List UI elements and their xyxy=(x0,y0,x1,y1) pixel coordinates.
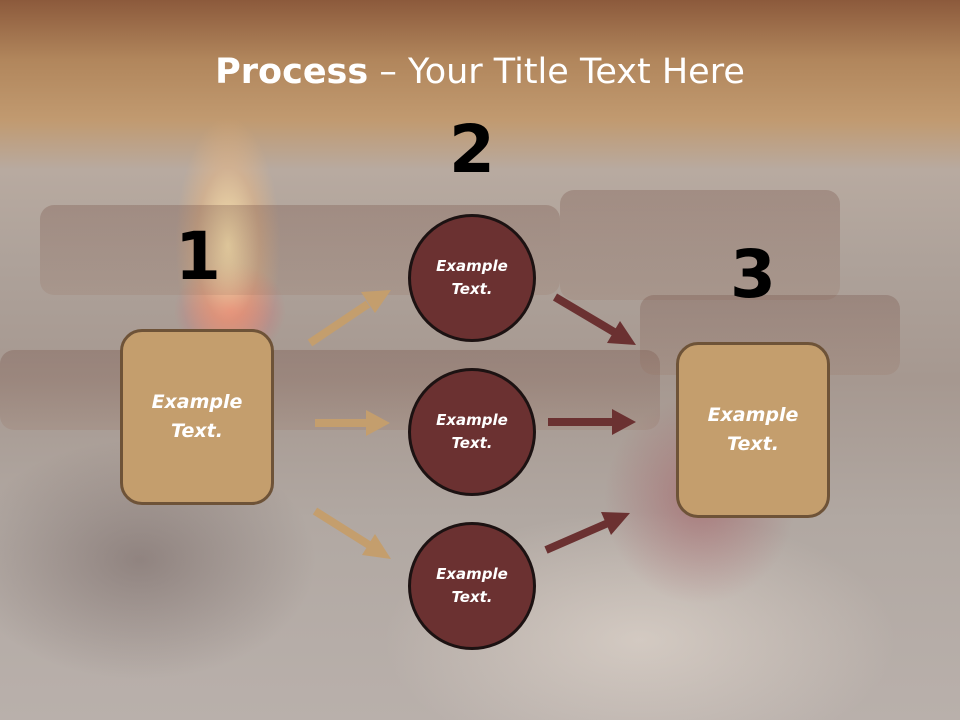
slide-title: Process – Your Title Text Here xyxy=(0,52,960,92)
step-2-label-top: Example Text. xyxy=(436,257,508,298)
step-number-2: 2 xyxy=(449,111,495,188)
step-2-label-middle: Example Text. xyxy=(436,411,508,452)
arrow-bottom-to-3 xyxy=(544,512,630,554)
arrow-1-to-top xyxy=(307,290,391,347)
step-1-label: Example Text. xyxy=(151,391,243,442)
step-2-circle-top[interactable]: Example Text. xyxy=(408,214,536,342)
arrow-1-to-bottom xyxy=(312,507,391,559)
step-1-box[interactable]: Example Text. xyxy=(120,329,274,505)
background-book xyxy=(560,190,840,300)
step-number-3: 3 xyxy=(730,236,776,313)
arrow-1-to-middle xyxy=(315,410,390,436)
background-book xyxy=(0,350,660,430)
step-number-1: 1 xyxy=(175,218,221,295)
arrow-top-to-3 xyxy=(552,293,636,345)
step-3-label: Example Text. xyxy=(707,404,799,455)
title-rest: – Your Title Text Here xyxy=(368,52,745,92)
step-3-box[interactable]: Example Text. xyxy=(676,342,830,518)
step-2-circle-middle[interactable]: Example Text. xyxy=(408,368,536,496)
step-2-circle-bottom[interactable]: Example Text. xyxy=(408,522,536,650)
step-2-label-bottom: Example Text. xyxy=(436,565,508,606)
arrow-middle-to-3 xyxy=(548,409,636,435)
title-bold: Process xyxy=(215,52,369,92)
